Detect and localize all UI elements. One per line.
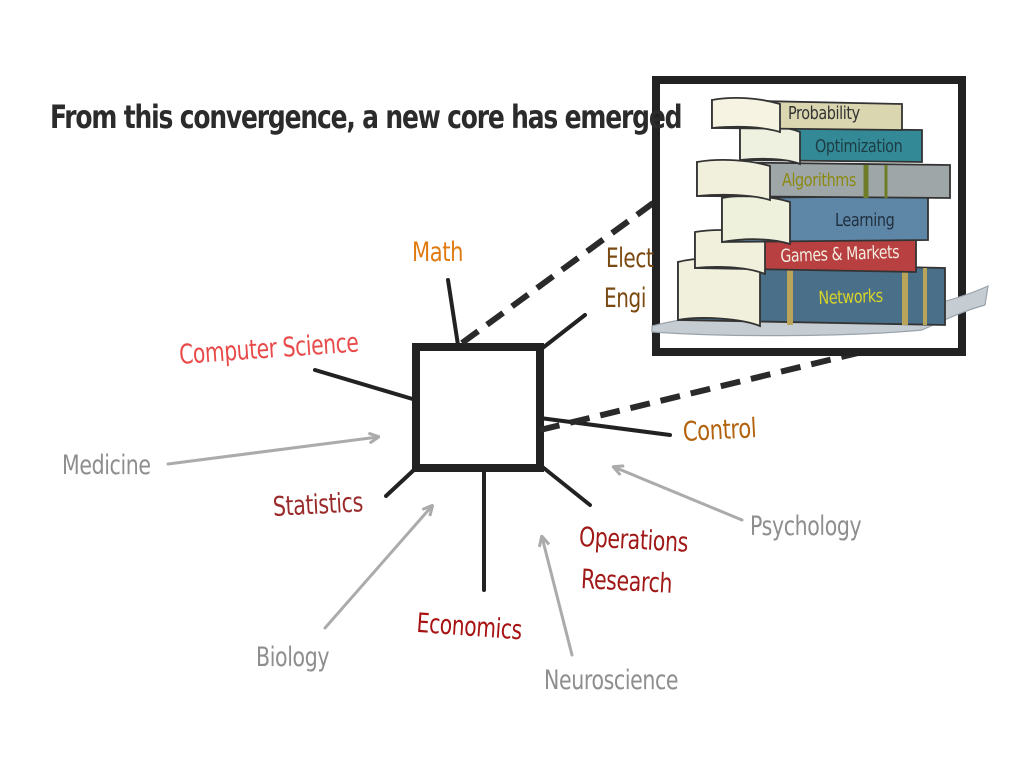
book-title-learning: Learning (835, 210, 895, 231)
label-electrical-engineering-1: Elect (606, 243, 654, 274)
book-title-optimization: Optimization (815, 136, 903, 157)
label-math: Math (412, 237, 464, 268)
book-title-probability: Probability (788, 103, 860, 124)
label-operations-research-2: Research (580, 563, 673, 600)
zoom-line-bottom (539, 349, 863, 433)
book-networks (677, 257, 946, 328)
label-biology: Biology (256, 642, 330, 673)
book-title-algorithms: Algorithms (782, 170, 857, 191)
book-stack (651, 97, 989, 337)
label-electrical-engineering-2: Engi (604, 283, 647, 314)
arrow-psychology (614, 467, 744, 522)
arrow-neuroscience (542, 537, 574, 657)
book-learning (721, 195, 929, 246)
core-spokes (313, 278, 672, 592)
spoke-statistics (384, 466, 418, 498)
spoke-operations-research (538, 463, 592, 507)
slide-title: From this convergence, a new core has em… (50, 98, 682, 136)
label-economics: Economics (415, 607, 523, 647)
label-neuroscience: Neuroscience (544, 665, 679, 696)
spoke-electrical-engineering (538, 313, 587, 352)
zoom-connectors (460, 195, 863, 433)
spoke-math (446, 278, 460, 347)
label-medicine: Medicine (62, 450, 151, 481)
label-operations-research-1: Operations (578, 521, 689, 559)
book-title-games-markets: Games & Markets (780, 241, 900, 267)
arrow-biology (323, 506, 432, 630)
zoom-line-top (460, 195, 662, 346)
core-box (412, 343, 544, 472)
book-algorithms (696, 159, 951, 202)
influence-arrows (166, 437, 744, 657)
book-title-networks: Networks (818, 285, 884, 309)
spoke-control (538, 416, 672, 437)
label-statistics: Statistics (272, 487, 364, 523)
label-control: Control (682, 413, 758, 448)
book-probability (711, 97, 903, 134)
label-psychology: Psychology (750, 511, 862, 542)
arrow-medicine (166, 437, 378, 466)
spoke-computer-science (313, 368, 418, 402)
